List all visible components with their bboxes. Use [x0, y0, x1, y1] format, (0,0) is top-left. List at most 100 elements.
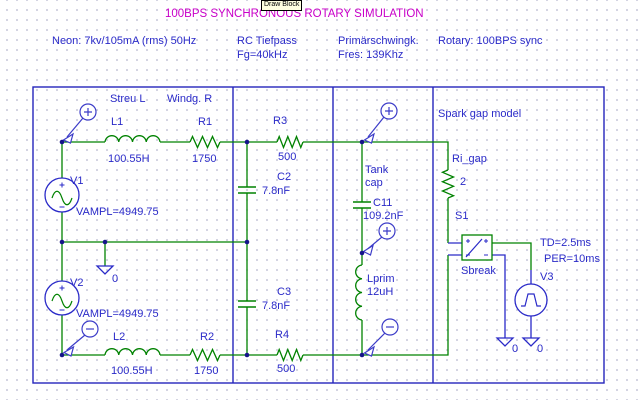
label-lprim-value[interactable]: 12uH	[367, 286, 394, 298]
probe-plus-neon-top[interactable]	[62, 103, 97, 144]
note-rc-2[interactable]: Fg=40kHz	[237, 49, 288, 61]
schematic-title[interactable]: 100BPS SYNCHRONOUS ROTARY SIMULATION	[165, 8, 424, 20]
sine-icon	[51, 293, 73, 309]
label-r1-ref[interactable]: R1	[198, 116, 213, 128]
ground-icon-3[interactable]	[521, 337, 541, 347]
v1-body[interactable]	[44, 177, 80, 213]
label-v3-ref[interactable]: V3	[540, 271, 554, 283]
arrowhead-icon	[363, 345, 375, 357]
label-l1-value[interactable]: 100.55H	[108, 153, 150, 165]
label-lprim-ref[interactable]: Lprim	[367, 273, 395, 285]
resistor-r2[interactable]	[189, 347, 221, 363]
label-r2-ref[interactable]: R2	[200, 331, 215, 343]
wire-switch-stubs[interactable]	[448, 242, 532, 338]
resistor-r4[interactable]	[276, 347, 304, 363]
ground-icon-1[interactable]	[95, 265, 115, 275]
note-spark-gap[interactable]: Spark gap model	[438, 108, 522, 120]
capacitor-c11[interactable]	[353, 201, 371, 209]
label-rigap-value[interactable]: 2	[460, 176, 467, 188]
note-prim-2[interactable]: Fres: 139Khz	[338, 49, 404, 61]
resistors[interactable]	[189, 134, 456, 363]
label-c3-ref[interactable]: C3	[277, 286, 292, 298]
arrowhead-icon	[362, 244, 374, 256]
label-l1-ref[interactable]: L1	[111, 116, 124, 128]
capacitor-c2[interactable]	[238, 186, 256, 194]
pulse-icon	[521, 293, 541, 307]
label-r1-value[interactable]: 1750	[192, 153, 217, 165]
label-ground-0-b[interactable]: 0	[512, 343, 519, 355]
arrowhead-icon	[62, 132, 74, 144]
note-streu-l[interactable]: Streu L	[110, 93, 146, 105]
note-windg-r[interactable]: Windg. R	[167, 93, 213, 105]
wire-net[interactable]	[61, 141, 532, 356]
probe-plus-lprim-top[interactable]	[362, 222, 396, 256]
label-c11-value[interactable]: 109.2nF	[363, 210, 404, 222]
source-v1[interactable]	[44, 177, 80, 213]
draw-block-tooltip: Draw Block	[261, 0, 303, 12]
label-rigap-ref[interactable]: Ri_gap	[452, 153, 487, 165]
label-c11-ref[interactable]: C11	[373, 197, 393, 209]
ground-symbols[interactable]	[95, 265, 541, 347]
inductor-lprim[interactable]	[355, 264, 363, 321]
label-r2-value[interactable]: 1750	[194, 365, 219, 377]
label-c2-value[interactable]: 7.8nF	[262, 185, 291, 197]
polarity-marks	[59, 182, 65, 208]
note-neon[interactable]: Neon: 7kv/105mA (rms) 50Hz	[52, 35, 197, 47]
label-v2-value[interactable]: VAMPL=4949.75	[76, 308, 159, 320]
probe-markers[interactable]	[62, 102, 399, 357]
label-ground-0-a[interactable]: 0	[112, 273, 119, 285]
label-c2-ref[interactable]: C2	[277, 171, 292, 183]
label-r3-value[interactable]: 500	[278, 151, 297, 163]
label-v3-per[interactable]: PER=10ms	[544, 253, 600, 265]
switch-polarity-marks	[466, 239, 488, 256]
v2-body[interactable]	[44, 280, 80, 316]
resistor-r3[interactable]	[276, 134, 304, 150]
section-borders[interactable]	[32, 86, 605, 384]
polarity-marks	[59, 285, 65, 311]
switch-arm-icon	[465, 238, 483, 258]
inductor-l1[interactable]	[104, 135, 161, 143]
label-v1-value[interactable]: VAMPL=4949.75	[76, 206, 159, 218]
inductor-l2[interactable]	[104, 348, 161, 356]
label-r3-ref[interactable]: R3	[273, 115, 288, 127]
v3-body[interactable]	[514, 283, 548, 317]
label-ground-0-c[interactable]: 0	[537, 343, 544, 355]
probe-minus-neon-bottom[interactable]	[62, 320, 99, 357]
label-s1-ref[interactable]: S1	[455, 210, 469, 222]
label-v2-ref[interactable]: V2	[70, 277, 84, 289]
resistor-r1[interactable]	[189, 134, 221, 150]
ground-icon-2[interactable]	[495, 337, 515, 347]
source-v3[interactable]	[514, 283, 548, 317]
label-s1-model[interactable]: Sbreak	[461, 265, 496, 277]
label-l2-value[interactable]: 100.55H	[111, 365, 153, 377]
capacitors[interactable]	[238, 186, 371, 308]
wires[interactable]	[61, 141, 532, 356]
sine-icon	[51, 190, 73, 206]
inductors[interactable]	[104, 135, 363, 356]
plus-icon	[385, 107, 393, 115]
label-r4-value[interactable]: 500	[277, 363, 296, 375]
note-tank-2[interactable]: cap	[365, 177, 383, 189]
note-tank-1[interactable]: Tank	[365, 164, 389, 176]
resistor-ri-gap[interactable]	[440, 169, 456, 199]
probe-minus-lprim-bottom[interactable]	[363, 318, 399, 357]
label-v1-ref[interactable]: V1	[70, 175, 84, 187]
plus-icon	[383, 227, 391, 235]
switch-s1[interactable]	[461, 234, 493, 261]
outer-box[interactable]	[32, 86, 605, 384]
capacitor-c3[interactable]	[238, 300, 256, 308]
label-r4-ref[interactable]: R4	[275, 329, 290, 341]
label-v3-td[interactable]: TD=2.5ms	[540, 237, 592, 249]
note-rotary[interactable]: Rotary: 100BPS sync	[438, 35, 543, 47]
arrowhead-icon	[62, 345, 75, 357]
label-c3-value[interactable]: 7.8nF	[262, 300, 291, 312]
note-rc-1[interactable]: RC Tiefpass	[237, 35, 297, 47]
arrowhead-icon	[363, 132, 375, 144]
label-l2-ref[interactable]: L2	[113, 331, 126, 343]
wires-blue[interactable]	[448, 242, 532, 338]
note-prim-1[interactable]: Primärschwingk.	[338, 35, 419, 47]
probe-plus-tank-top[interactable]	[363, 102, 398, 144]
source-v2[interactable]	[44, 280, 80, 316]
